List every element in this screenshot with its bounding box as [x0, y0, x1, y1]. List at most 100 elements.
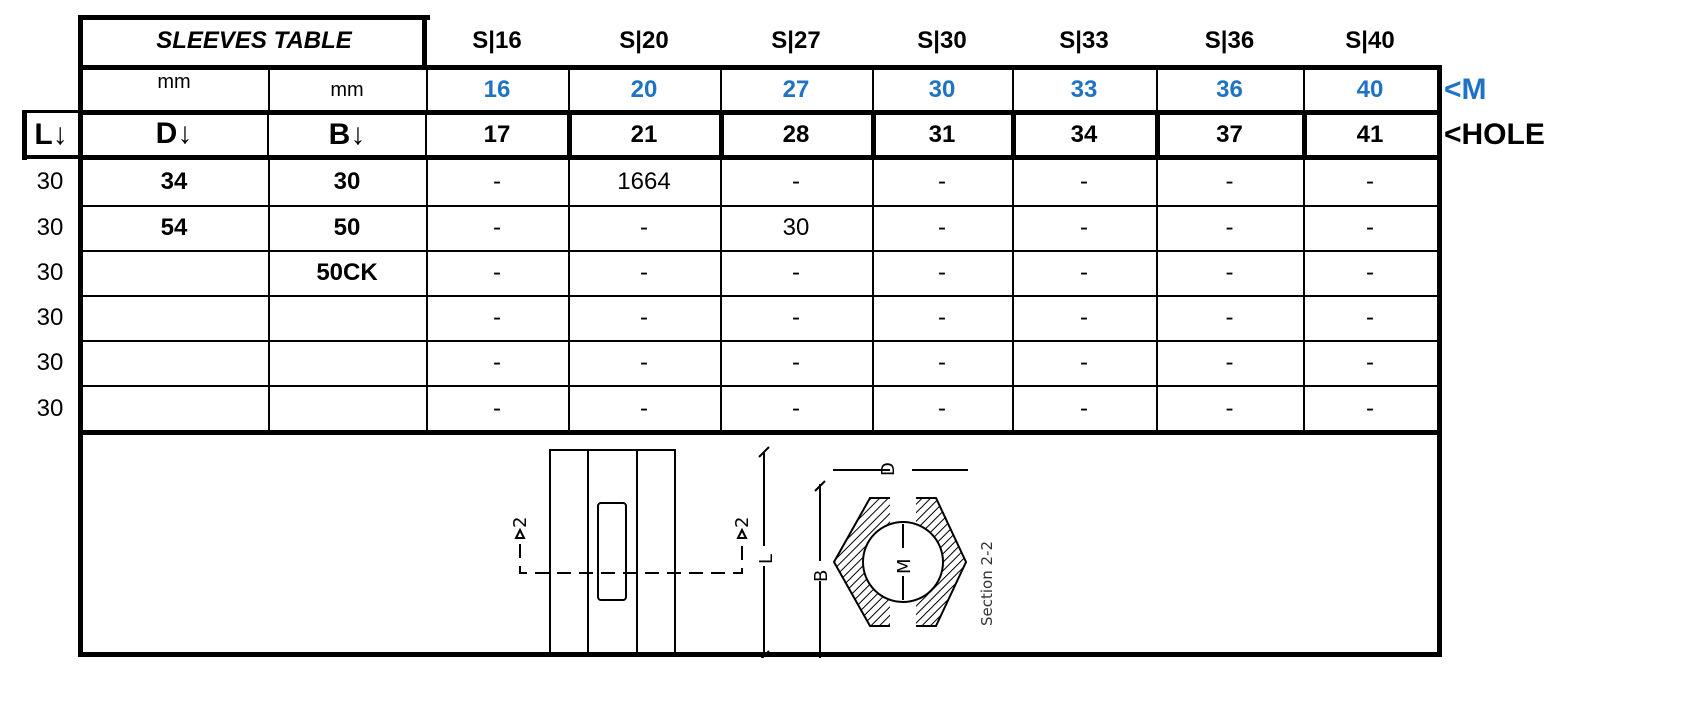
m-value: 40: [1356, 75, 1384, 103]
hole-value: 17: [483, 121, 511, 148]
row-l-value: 30: [36, 258, 64, 286]
cut-mark-left: 2: [510, 517, 531, 528]
divider: [80, 155, 1442, 160]
hole-value: 31: [928, 121, 956, 148]
row-d-value: [80, 385, 268, 432]
table-cell: -: [493, 258, 501, 286]
table-cell: -: [493, 303, 501, 331]
row-d-value: [80, 250, 268, 295]
table-cell: -: [1366, 213, 1374, 241]
row-l-value: 30: [36, 394, 64, 422]
sleeve-drawing: 2 2 L D B M Section 2-2: [510, 446, 996, 658]
size-header: S|27: [771, 27, 821, 54]
table-cell: -: [792, 303, 800, 331]
dim-d: D: [878, 462, 899, 476]
header-b: B↓: [328, 118, 366, 151]
outer-bottom: [78, 652, 1442, 657]
divider: [268, 158, 270, 432]
divider: [422, 15, 427, 67]
divider: [719, 112, 724, 158]
table-cell: -: [1080, 213, 1088, 241]
divider: [568, 68, 570, 112]
m-value: 20: [630, 75, 658, 103]
size-header: S|20: [619, 27, 669, 54]
title-box-top: [80, 15, 430, 20]
row-l-value: 30: [36, 303, 64, 331]
divider: [22, 110, 82, 113]
divider: [80, 385, 1440, 387]
row-b-value: [268, 340, 426, 385]
dim-m: M: [894, 558, 915, 574]
divider: [267, 112, 269, 158]
row-label-m: <M: [1444, 72, 1487, 106]
table-cell: -: [1080, 258, 1088, 286]
row-b-value: [268, 385, 426, 432]
row-b-value: 50: [333, 213, 361, 241]
section-label: Section 2-2: [978, 541, 996, 626]
size-header: S|33: [1059, 27, 1109, 54]
table-cell: -: [792, 348, 800, 376]
row-d-value: 34: [160, 167, 188, 195]
row-l-value: 30: [36, 348, 64, 376]
table-cell: -: [1225, 394, 1234, 422]
table-cell: -: [1366, 348, 1374, 376]
row-l-value: 30: [36, 167, 64, 195]
m-value: 16: [483, 75, 511, 103]
l-box-left: [22, 110, 27, 160]
size-header: S|36: [1204, 27, 1255, 54]
dim-b: B: [811, 570, 832, 582]
row-b-value: [268, 295, 426, 340]
hole-value: 28: [782, 121, 810, 148]
hole-value: 37: [1216, 121, 1243, 148]
table-cell: -: [938, 348, 946, 376]
divider: [1303, 68, 1305, 112]
table-cell: -: [938, 213, 946, 241]
divider: [1303, 158, 1305, 432]
divider: [1156, 158, 1158, 432]
table-cell: -: [792, 167, 800, 195]
outer-right: [1437, 65, 1442, 657]
divider: [80, 430, 1442, 435]
table-cell: -: [493, 167, 501, 195]
row-d-value: 54: [160, 213, 188, 241]
table-cell: -: [493, 348, 501, 376]
dim-l: L: [756, 554, 777, 564]
table-cell: -: [640, 348, 648, 376]
table-cell: -: [1225, 348, 1234, 376]
divider: [1012, 68, 1014, 112]
table-title: SLEEVES TABLE: [156, 27, 352, 54]
divider: [425, 112, 427, 158]
m-value: 27: [782, 75, 810, 103]
row-l-value: 30: [36, 213, 64, 241]
size-header: S|16: [472, 27, 522, 54]
header-l: L↓: [34, 118, 68, 151]
divider: [568, 158, 570, 432]
size-header: S|30: [917, 27, 967, 54]
divider: [80, 110, 1442, 115]
divider: [567, 112, 572, 158]
divider: [80, 250, 1440, 252]
table-cell: -: [1080, 167, 1088, 195]
table-cell: -: [792, 394, 800, 422]
table-cell: -: [938, 167, 946, 195]
table-cell: -: [938, 303, 946, 331]
divider: [22, 155, 82, 159]
table-cell: -: [1080, 394, 1088, 422]
table-cell: -: [640, 303, 648, 331]
row-b-value: 30: [333, 167, 361, 195]
unit-b: mm: [330, 78, 364, 101]
outer-left: [78, 15, 83, 657]
sleeve-side-view: [549, 449, 676, 656]
table-cell: -: [792, 258, 800, 286]
table-cell: -: [1366, 394, 1374, 422]
table-cell: -: [1225, 303, 1234, 331]
row-b-value: 50CK: [316, 258, 378, 286]
divider: [426, 158, 428, 432]
table-cell: -: [493, 213, 501, 241]
hole-value: 21: [630, 121, 658, 148]
table-cell: -: [493, 394, 501, 422]
table-cell: -: [1225, 167, 1234, 195]
divider: [872, 68, 874, 112]
table-cell: -: [640, 258, 648, 286]
table-cell: -: [1080, 348, 1088, 376]
